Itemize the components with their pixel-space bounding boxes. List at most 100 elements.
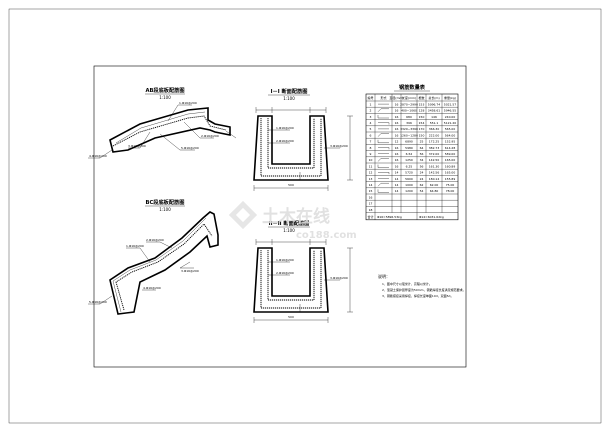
- table-cell: 14: [395, 177, 399, 181]
- note-2: 2、混凝土保护层厚度为50mm，钢筋焊接长度满足规范要求。: [382, 287, 466, 292]
- table-cell: 6.25: [406, 164, 413, 168]
- bc-rebar-2: 2.Φ16@200: [146, 238, 164, 242]
- table-cell: 1000: [405, 183, 413, 187]
- table-cell: 18: [369, 208, 373, 212]
- table-cell: 12: [395, 140, 399, 144]
- table-header-cell: 长度(mm): [402, 95, 416, 100]
- table-cell: 222.00: [429, 133, 440, 137]
- watermark: 土木在线 co188.com: [228, 200, 357, 241]
- ab-scale: 1:100: [159, 95, 171, 100]
- table-cell: 1200: [405, 189, 413, 193]
- table-cell: 56: [420, 164, 424, 168]
- table-cell: 2870~2990: [400, 102, 418, 106]
- note-3: 3、钢筋搭接采用焊接，焊接长度单面10d，双面5d。: [382, 293, 453, 298]
- table-cell: 165.00: [445, 171, 456, 175]
- table-cell: 161.30: [429, 164, 440, 168]
- table-cell: 382.73: [429, 146, 440, 150]
- section-2-drawing: II－II 断面配筋图 1:100 500 1.Φ16@200 2.Φ16@20…: [253, 219, 353, 323]
- rebar-shape-sketch: [377, 108, 389, 112]
- rebar-shape-sketch: [378, 147, 390, 150]
- table-cell: 5980: [405, 146, 413, 150]
- table-cell: 1: [370, 102, 372, 106]
- bc-rebar-4: 4.Φ16@200: [143, 286, 161, 290]
- rebar-shape-sketch: [377, 133, 389, 137]
- table-cell: 240.00: [445, 115, 456, 119]
- table-cell: 146: [431, 115, 437, 119]
- table-cell: 128: [419, 109, 425, 113]
- section1-rebar-3: 3.Φ16@200: [330, 144, 348, 148]
- section1-scale: 1:100: [283, 96, 295, 101]
- table-cell: 551.1: [430, 121, 439, 125]
- table-cell: 16: [395, 158, 399, 162]
- table-cell: 62: [420, 183, 424, 187]
- rebar-shape-sketch: [377, 189, 389, 193]
- table-cell: 396: [406, 121, 412, 125]
- table-header-cell: 直径(mm): [389, 95, 403, 100]
- table-cell: 16: [395, 164, 399, 168]
- bc-title: BC段底板配筋图: [146, 198, 185, 206]
- notes-title: 说明：: [378, 273, 390, 279]
- rebar-shape-sketch: [377, 158, 389, 162]
- rebar-shape-sketch: [378, 172, 390, 175]
- table-cell: 34: [420, 158, 424, 162]
- table-total-label: 合计: [367, 214, 373, 219]
- table-cell: 5946.55: [444, 109, 456, 113]
- table-cell: 16: [395, 115, 399, 119]
- table-cell: 589.00: [445, 152, 456, 156]
- table-cell: 16: [395, 102, 399, 106]
- table-cell: 5: [370, 127, 372, 131]
- section-1-drawing: I－I 断面配筋图 1:100 500 1.Φ16@200 2.Φ16@200 …: [253, 87, 353, 191]
- ab-title: AB段底板配筋图: [145, 86, 184, 94]
- table-cell: 564.00: [445, 133, 456, 137]
- table-cell: 153: [419, 102, 425, 106]
- rebar-shape-sketch: [377, 183, 389, 187]
- table-cell: 5021.57: [444, 102, 456, 106]
- section2-dim: 500: [288, 315, 294, 319]
- bc-rebar-3: 3.Φ16@200: [181, 269, 199, 273]
- table-cell: 56: [420, 152, 424, 156]
- section1-title: I－I 断面配筋图: [271, 87, 308, 95]
- section2-title: II－II 断面配筋图: [269, 219, 310, 227]
- table-cell: 6: [370, 133, 372, 137]
- section1-rebar-2: 2.Φ16@200: [276, 139, 294, 143]
- table-cell: 13: [369, 177, 373, 181]
- table-cell: 150: [419, 133, 425, 137]
- table-cell: 3458.61: [428, 109, 440, 113]
- table-cell: 152.95: [445, 140, 456, 144]
- table-cell: 142.56: [429, 171, 440, 175]
- table-total-b: Φ14=6031.62kg: [419, 215, 444, 219]
- table-cell: 2: [370, 109, 372, 113]
- table-header-cell: 编号: [367, 95, 373, 100]
- table-cell: 4: [370, 121, 372, 125]
- bc-rebar-5: 5.Φ16@200: [89, 300, 107, 304]
- watermark-site: co188.com: [296, 230, 357, 241]
- table-cell: 62.00: [430, 183, 439, 187]
- table-cell: 160.89: [445, 164, 456, 168]
- table-cell: 3: [370, 115, 372, 119]
- table-cell: 24: [420, 171, 424, 175]
- table-cell: 9: [370, 152, 372, 156]
- table-cell: 3320~3390: [400, 127, 418, 131]
- table-cell: 24: [420, 177, 424, 181]
- table-header-cell: 总长(m): [428, 95, 439, 100]
- table-cell: 14: [395, 183, 399, 187]
- bc-scale: 1:100: [159, 207, 171, 212]
- table-cell: 64: [420, 146, 424, 150]
- section2-scale: 1:100: [283, 228, 295, 233]
- table-cell: 180.14: [429, 177, 440, 181]
- table-cell: 1260~1280: [400, 133, 418, 137]
- table-cell: 7: [370, 140, 372, 144]
- drawing-frame: [93, 65, 467, 368]
- table-cell: 16: [395, 133, 399, 137]
- section2-rebar-1: 1.Φ16@200: [276, 258, 294, 262]
- table-cell: 16: [395, 146, 399, 150]
- table-cell: 142.50: [429, 158, 440, 162]
- table-cell: 14: [369, 183, 373, 187]
- table-total-a: Φ16=5896.53kg: [377, 215, 402, 219]
- table-cell: 5600: [405, 177, 413, 181]
- table-cell: 16: [395, 109, 399, 113]
- bc-segment-drawing: BC段底板配筋图 1:100 1.Φ16@200 2.Φ16@200 3.Φ16…: [88, 198, 219, 315]
- watermark-brand: 土木在线: [262, 206, 330, 227]
- table-cell: 150: [419, 115, 425, 119]
- table-cell: 5720: [405, 171, 413, 175]
